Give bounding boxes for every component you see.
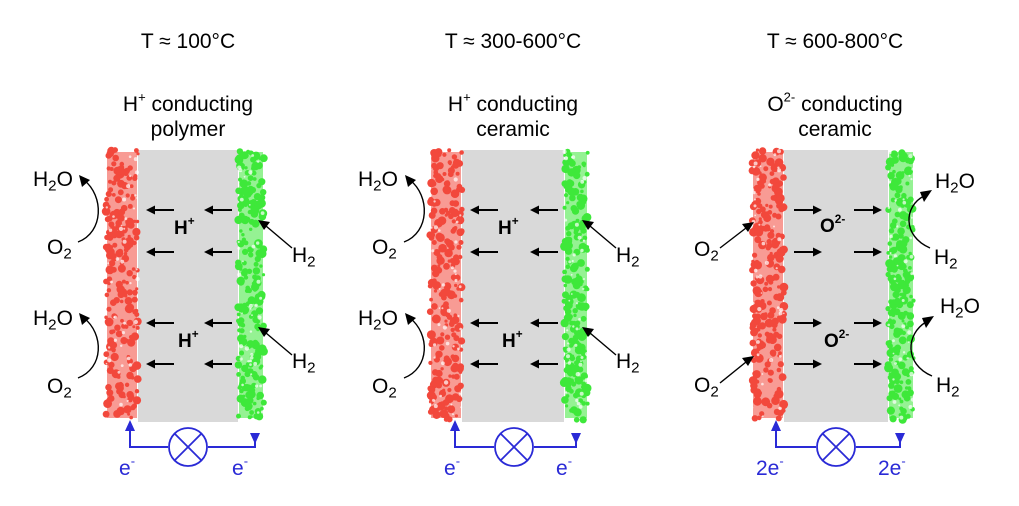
curved-arrow-icon [403,317,425,379]
oxygen-input-label: O2 [47,375,72,402]
arrow-icon [265,225,293,249]
hydrogen-input-label: H2 [616,244,640,271]
ion-label: H+ [174,215,195,239]
ion-label: O2- [820,213,846,237]
hydrogen-input-label: H2 [936,374,960,401]
curved-arrow-icon [910,321,933,377]
arrow-head-icon [922,316,934,328]
arrow-head-icon [79,313,90,325]
water-output-label: H2O [33,168,73,195]
oxygen-input-label: O2 [694,374,719,401]
electron-label-right: e- [556,453,573,480]
curved-arrow-icon [908,195,931,249]
oxygen-input-label: O2 [47,236,72,263]
oxygen-input-label: O2 [694,238,719,265]
ion-arrows-1 [146,205,232,369]
material-label: H+ conducting polymer [122,89,254,141]
electron-arrow-up-icon [125,420,135,431]
curved-arrow-icon [77,317,99,379]
material-label: O2- conducting ceramic [767,89,903,141]
ion-label: H+ [178,328,199,352]
cathode-layer-3 [748,147,789,422]
electron-label-left: e- [119,453,136,480]
electron-label-right: e- [232,453,249,480]
load-lamp-icon [494,427,534,467]
arrow-icon [589,332,617,356]
electron-label-left: 2e- [756,453,784,480]
arrow-head-icon [920,190,932,202]
anode-layer-1 [234,148,268,421]
panel-2: T ≈ 300-600°C H+ conducting ceramic H2O … [326,0,666,506]
arrow-icon [589,225,617,249]
arrow-head-icon [582,327,594,337]
oxygen-input-label: O2 [372,375,397,402]
electron-arrow-down-icon [571,433,581,444]
temperature-label: T ≈ 600-800°C [766,30,904,53]
anode-layer-2 [559,148,592,424]
temperature-label: T ≈ 300-600°C [444,30,582,53]
arrow-head-icon [742,356,754,366]
ion-label: H+ [502,328,523,352]
arrow-head-icon [405,313,416,325]
arrow-head-icon [742,222,754,232]
water-output-label: H2O [940,295,980,322]
cell-diagram-2 [403,148,617,467]
water-output-label: H2O [935,170,975,197]
electron-label-right: 2e- [878,453,906,480]
cathode-layer-2 [426,148,466,423]
cathode-layer-1 [101,146,142,420]
electron-label-left: e- [444,453,461,480]
arrow-head-icon [258,327,270,337]
arrow-head-icon [405,175,416,187]
hydrogen-input-label: H2 [616,350,640,377]
cell-diagram-1 [77,146,293,467]
material-label: H+ conducting ceramic [447,89,579,141]
curved-arrow-icon [77,179,99,243]
ion-arrows-2 [470,205,558,369]
electrolyte-2 [462,150,564,422]
ion-label: O2- [824,328,850,352]
electrolyte-1 [138,150,238,422]
hydrogen-input-label: H2 [292,350,316,377]
electrolyte-3 [784,150,888,422]
arrow-head-icon [79,175,90,187]
anode-layer-3 [884,149,917,424]
ion-arrows-3 [794,205,882,369]
panel-3: T ≈ 600-800°C O2- conducting ceramic O2 … [650,0,990,506]
arrow-icon [719,361,747,384]
hydrogen-input-label: H2 [292,244,316,271]
load-lamp-icon [816,427,856,467]
arrow-icon [265,332,293,356]
water-output-label: H2O [358,307,398,334]
cell-diagram-3 [719,147,934,467]
arrow-head-icon [582,220,594,230]
panel-1: T ≈ 100°C H+ conducting polymer H2O O2 H… [0,0,340,506]
water-output-label: H2O [33,307,73,334]
electron-arrow-up-icon [450,420,460,431]
arrow-head-icon [258,220,270,230]
electron-arrow-down-icon [895,433,905,444]
curved-arrow-icon [403,179,425,243]
electron-arrow-up-icon [771,420,781,431]
ion-label: H+ [498,215,519,239]
hydrogen-input-label: H2 [934,246,958,273]
oxygen-input-label: O2 [372,236,397,263]
arrow-icon [719,227,747,249]
load-lamp-icon [168,427,208,467]
temperature-label: T ≈ 100°C [140,30,236,53]
water-output-label: H2O [358,168,398,195]
electron-arrow-down-icon [250,433,260,444]
